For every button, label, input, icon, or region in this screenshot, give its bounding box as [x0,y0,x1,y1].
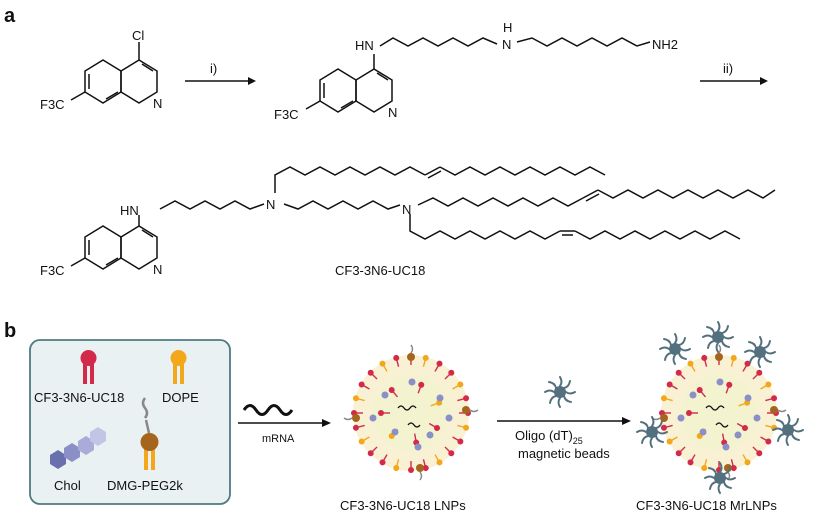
chol-label: Chol [54,478,81,493]
ionizable-lipid-label: CF3-3N6-UC18 [34,390,124,405]
bead-attached [744,336,776,368]
h-intermediate: H [503,20,512,35]
mrna-icon [242,404,294,416]
dope-label: DOPE [162,390,199,405]
intermediate-molecule [305,37,651,113]
oligo-subscript: 25 [573,436,583,446]
step1-label: i) [210,61,217,76]
arrow-step1-head [248,77,256,85]
mrlnp-particle [636,321,804,494]
n1-product: N [266,197,275,212]
cf3-label-product: F3C [40,263,65,278]
peg-lipid-icon [140,397,159,470]
mrlnp-label: CF3-3N6-UC18 MrLNPs [636,498,777,513]
cf3-label-intermediate: F3C [274,107,299,122]
n-intermediate: N [502,37,511,52]
lnp-particle [343,344,479,481]
lnp-label: CF3-3N6-UC18 LNPs [340,498,466,513]
cf3-label-start: F3C [40,97,65,112]
bead-attached [659,333,691,365]
arrow-step2-head [760,77,768,85]
bead-attached [636,416,668,448]
product-molecule [70,166,776,270]
n2-product: N [402,202,411,217]
bead-attached [772,414,804,446]
mrna-label: mRNA [262,433,295,445]
start-molecule [70,42,158,104]
ionizable-lipid-icon [80,350,97,384]
nh2-label: NH2 [652,37,678,52]
arrow-mrna-head [322,419,331,427]
cholesterol-icon [50,427,106,469]
product-name: CF3-3N6-UC18 [335,263,425,278]
ring-n-intermediate: N [388,105,397,120]
oligo-label: Oligo (dT)25 [515,428,583,446]
hn-product: HN [120,203,139,218]
hn-intermediate: HN [355,38,374,53]
step2-label: ii) [723,61,733,76]
ring-n-start: N [153,96,162,111]
magnetic-bead-icon [544,376,576,408]
chloro-label: Cl [132,28,144,43]
panel-a-label: a [4,5,16,27]
ring-n-product: N [153,262,162,277]
magnetic-beads-label: magnetic beads [518,446,610,461]
arrow-beads-head [622,417,631,425]
peg-label: DMG-PEG2k [107,478,183,493]
dope-icon [170,350,187,384]
bead-attached [702,321,734,353]
panel-b-label: b [4,320,16,342]
